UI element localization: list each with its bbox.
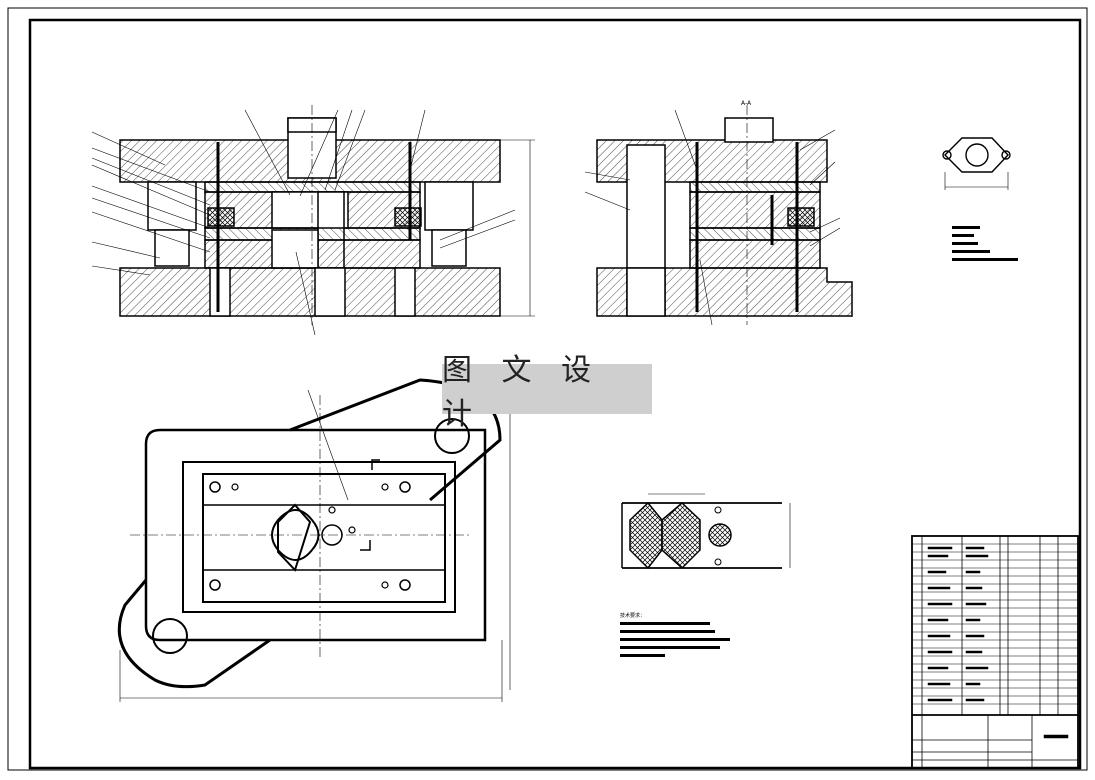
side-leader-lines <box>584 109 841 326</box>
side-section-view <box>596 105 853 325</box>
front-section-view <box>119 105 535 325</box>
part-sketch <box>942 137 1011 190</box>
inner-frame <box>28 18 1082 770</box>
section-label: A-A <box>741 100 752 107</box>
front-leader-lines <box>91 109 516 336</box>
outer-frame <box>7 7 1088 771</box>
strip-layout <box>621 493 791 570</box>
parts-list-rows <box>912 543 1078 739</box>
part-notes <box>952 226 1018 261</box>
title-block <box>911 535 1079 769</box>
watermark-label: 图 文 设 计 <box>442 353 652 432</box>
watermark-text: 图 文 设 计 <box>442 353 602 432</box>
notes-title: 技术要求： <box>620 613 646 619</box>
technical-notes <box>620 622 730 657</box>
plan-view <box>117 378 511 702</box>
